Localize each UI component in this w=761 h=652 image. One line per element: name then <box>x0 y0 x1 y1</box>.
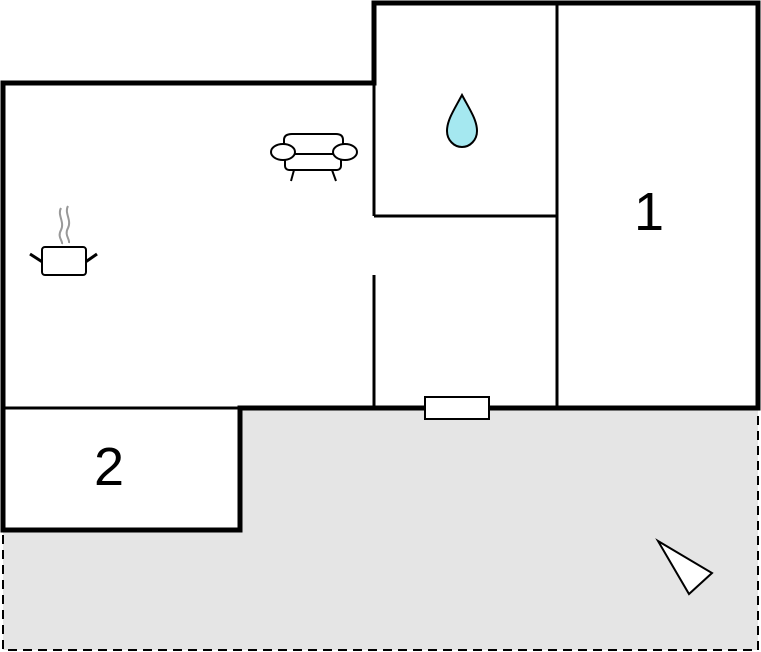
interior-walls <box>3 3 559 410</box>
water-drop-icon <box>445 92 479 149</box>
cooking-pot-icon <box>29 205 98 276</box>
room-label-1: 1 <box>634 182 664 242</box>
compass-arrow-icon <box>655 538 714 596</box>
room-label-2: 2 <box>94 437 124 497</box>
exterior-walls <box>0 0 761 533</box>
building-floor <box>3 3 758 530</box>
sofa-icon <box>270 133 358 182</box>
door-icon <box>424 396 490 420</box>
